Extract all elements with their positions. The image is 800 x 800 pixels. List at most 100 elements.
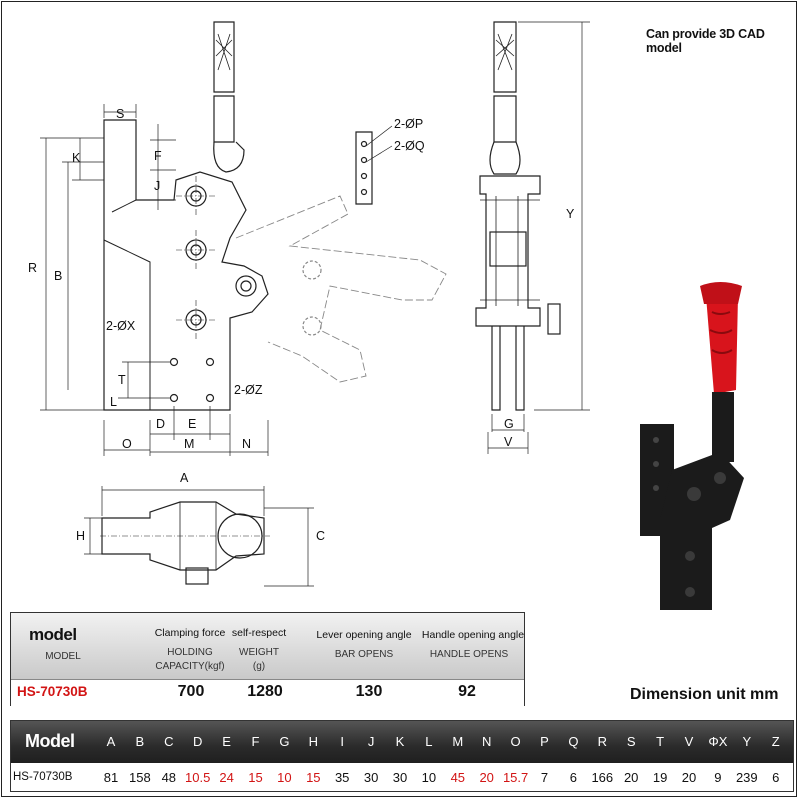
label-r: R <box>28 261 37 275</box>
dimension-col-header: J <box>367 734 375 749</box>
spec-weight-heading: self-respect <box>231 627 287 639</box>
dimension-col-header: V <box>684 734 694 749</box>
label-l: L <box>110 395 117 409</box>
spec-bar-heading: Lever opening angle <box>316 629 412 641</box>
label-a: A <box>180 471 189 485</box>
dimension-col-value: 20 <box>623 770 639 785</box>
clamp-body-side <box>475 175 541 327</box>
label-oq: 2-ØQ <box>394 139 425 153</box>
dimension-col-value: 30 <box>392 770 408 785</box>
dimension-col-header: Y <box>742 734 752 749</box>
dimension-col-header: N <box>481 734 492 749</box>
spec-data-row: HS-70730B 700 1280 130 92 <box>11 679 524 706</box>
label-k: K <box>72 151 81 165</box>
dimension-col-header: ΦX <box>708 734 728 749</box>
dimension-col-header: K <box>395 734 405 749</box>
dimension-col-value: 6 <box>569 770 577 785</box>
spec-model-sub: MODEL <box>45 651 81 662</box>
dimension-col-header: R <box>597 734 607 749</box>
label-c: C <box>316 529 325 543</box>
unit-note: Dimension unit mm <box>630 686 779 703</box>
dimension-col-value: 158 <box>129 770 151 785</box>
spec-force-value: 700 <box>177 683 205 700</box>
clamp-product-photo <box>640 282 744 610</box>
dimension-col-header: B <box>135 734 145 749</box>
label-g: G <box>504 417 514 431</box>
spec-bar-value: 130 <box>355 683 383 700</box>
dimension-col-header: M <box>452 734 464 749</box>
spec-handle-sub: HANDLE OPENS <box>429 649 509 660</box>
label-d: D <box>156 417 165 431</box>
spec-weight-sub1: WEIGHT <box>239 647 279 658</box>
spec-bar-sub: BAR OPENS <box>334 649 394 660</box>
dimension-col-header: G <box>279 734 290 749</box>
dimension-model-value: HS-70730B <box>13 771 73 783</box>
spec-force-sub1: HOLDING <box>167 647 213 658</box>
dimension-col-header: Z <box>771 734 780 749</box>
label-m: M <box>184 437 194 451</box>
label-e: E <box>188 417 196 431</box>
dimension-col-value: 15 <box>248 770 263 785</box>
spec-handle-value: 92 <box>458 683 476 700</box>
spec-table: model MODEL Clamping force HOLDING CAPAC… <box>10 612 525 706</box>
dimension-col-value: 166 <box>591 770 614 785</box>
dimension-col-header: D <box>192 734 203 749</box>
dimension-col-header: H <box>308 734 318 749</box>
dimension-col-header: E <box>222 734 231 749</box>
dimension-col-value: 15 <box>306 770 321 785</box>
spec-force-sub2: CAPACITY(kgf) <box>155 661 225 672</box>
label-oz: 2-ØZ <box>234 383 263 397</box>
dimension-col-value: 15.7 <box>502 770 529 785</box>
handle-grip-front <box>213 21 235 93</box>
dimension-col-value: 10 <box>421 770 437 785</box>
hole-strip <box>355 131 373 205</box>
dimension-col-value: 30 <box>363 770 379 785</box>
dimension-col-header: C <box>164 734 174 749</box>
dimension-col-value: 35 <box>334 770 350 785</box>
label-s: S <box>116 107 124 121</box>
dimension-col-value: 24 <box>219 770 234 785</box>
spec-model-value: HS-70730B <box>17 684 88 699</box>
handle-shaft-front <box>213 95 235 143</box>
label-b: B <box>54 269 62 283</box>
dimension-data-row: HS-70730B 81 158 48 10.5 24 15 10 15 35 30 30 10 45 2… <box>11 763 793 791</box>
dimension-col-header: Q <box>568 734 579 749</box>
dimension-col-value: 19 <box>652 770 668 785</box>
label-n: N <box>242 437 251 451</box>
cad-note: Can provide 3D CAD model <box>646 27 765 55</box>
spec-header: model MODEL Clamping force HOLDING CAPAC… <box>11 613 524 679</box>
dimension-col-value: 45 <box>450 770 466 785</box>
label-t: T <box>118 373 126 387</box>
dimension-col-value: 81 <box>103 770 119 785</box>
dimension-col-value: 20 <box>479 770 494 785</box>
label-y: Y <box>566 207 575 221</box>
handle-grip-side <box>493 21 517 93</box>
technical-drawing: S K F J R B 2-ØX 2-ØZ 2-ØP 2-ØQ T L D E … <box>28 21 744 610</box>
dimension-col-header: P <box>540 734 549 749</box>
dimension-col-value: 6 <box>772 770 780 785</box>
clamp-top-view <box>101 501 265 571</box>
spec-force-heading: Clamping force <box>154 627 226 639</box>
label-v: V <box>504 435 513 449</box>
dimension-col-value: 48 <box>161 770 177 785</box>
dimension-col-header: A <box>106 734 116 749</box>
dimension-col-value: 10 <box>277 770 292 785</box>
label-h: H <box>76 529 85 543</box>
dimension-col-value: 10.5 <box>185 770 211 785</box>
spec-weight-sub2: (g) <box>252 661 266 672</box>
label-f: F <box>154 149 162 163</box>
label-op: 2-ØP <box>394 117 423 131</box>
dimension-col-value: 7 <box>540 770 549 785</box>
dimension-col-value: 239 <box>735 770 758 785</box>
dimension-col-header: I <box>340 734 344 749</box>
dimension-model-heading: Model <box>25 731 75 751</box>
dimension-col-header: F <box>251 734 260 749</box>
label-j: J <box>154 179 160 193</box>
label-ox: 2-ØX <box>106 319 136 333</box>
spec-weight-value: 1280 <box>247 683 283 700</box>
dimension-col-value: 9 <box>714 770 722 785</box>
spec-model-heading: model <box>29 625 77 644</box>
